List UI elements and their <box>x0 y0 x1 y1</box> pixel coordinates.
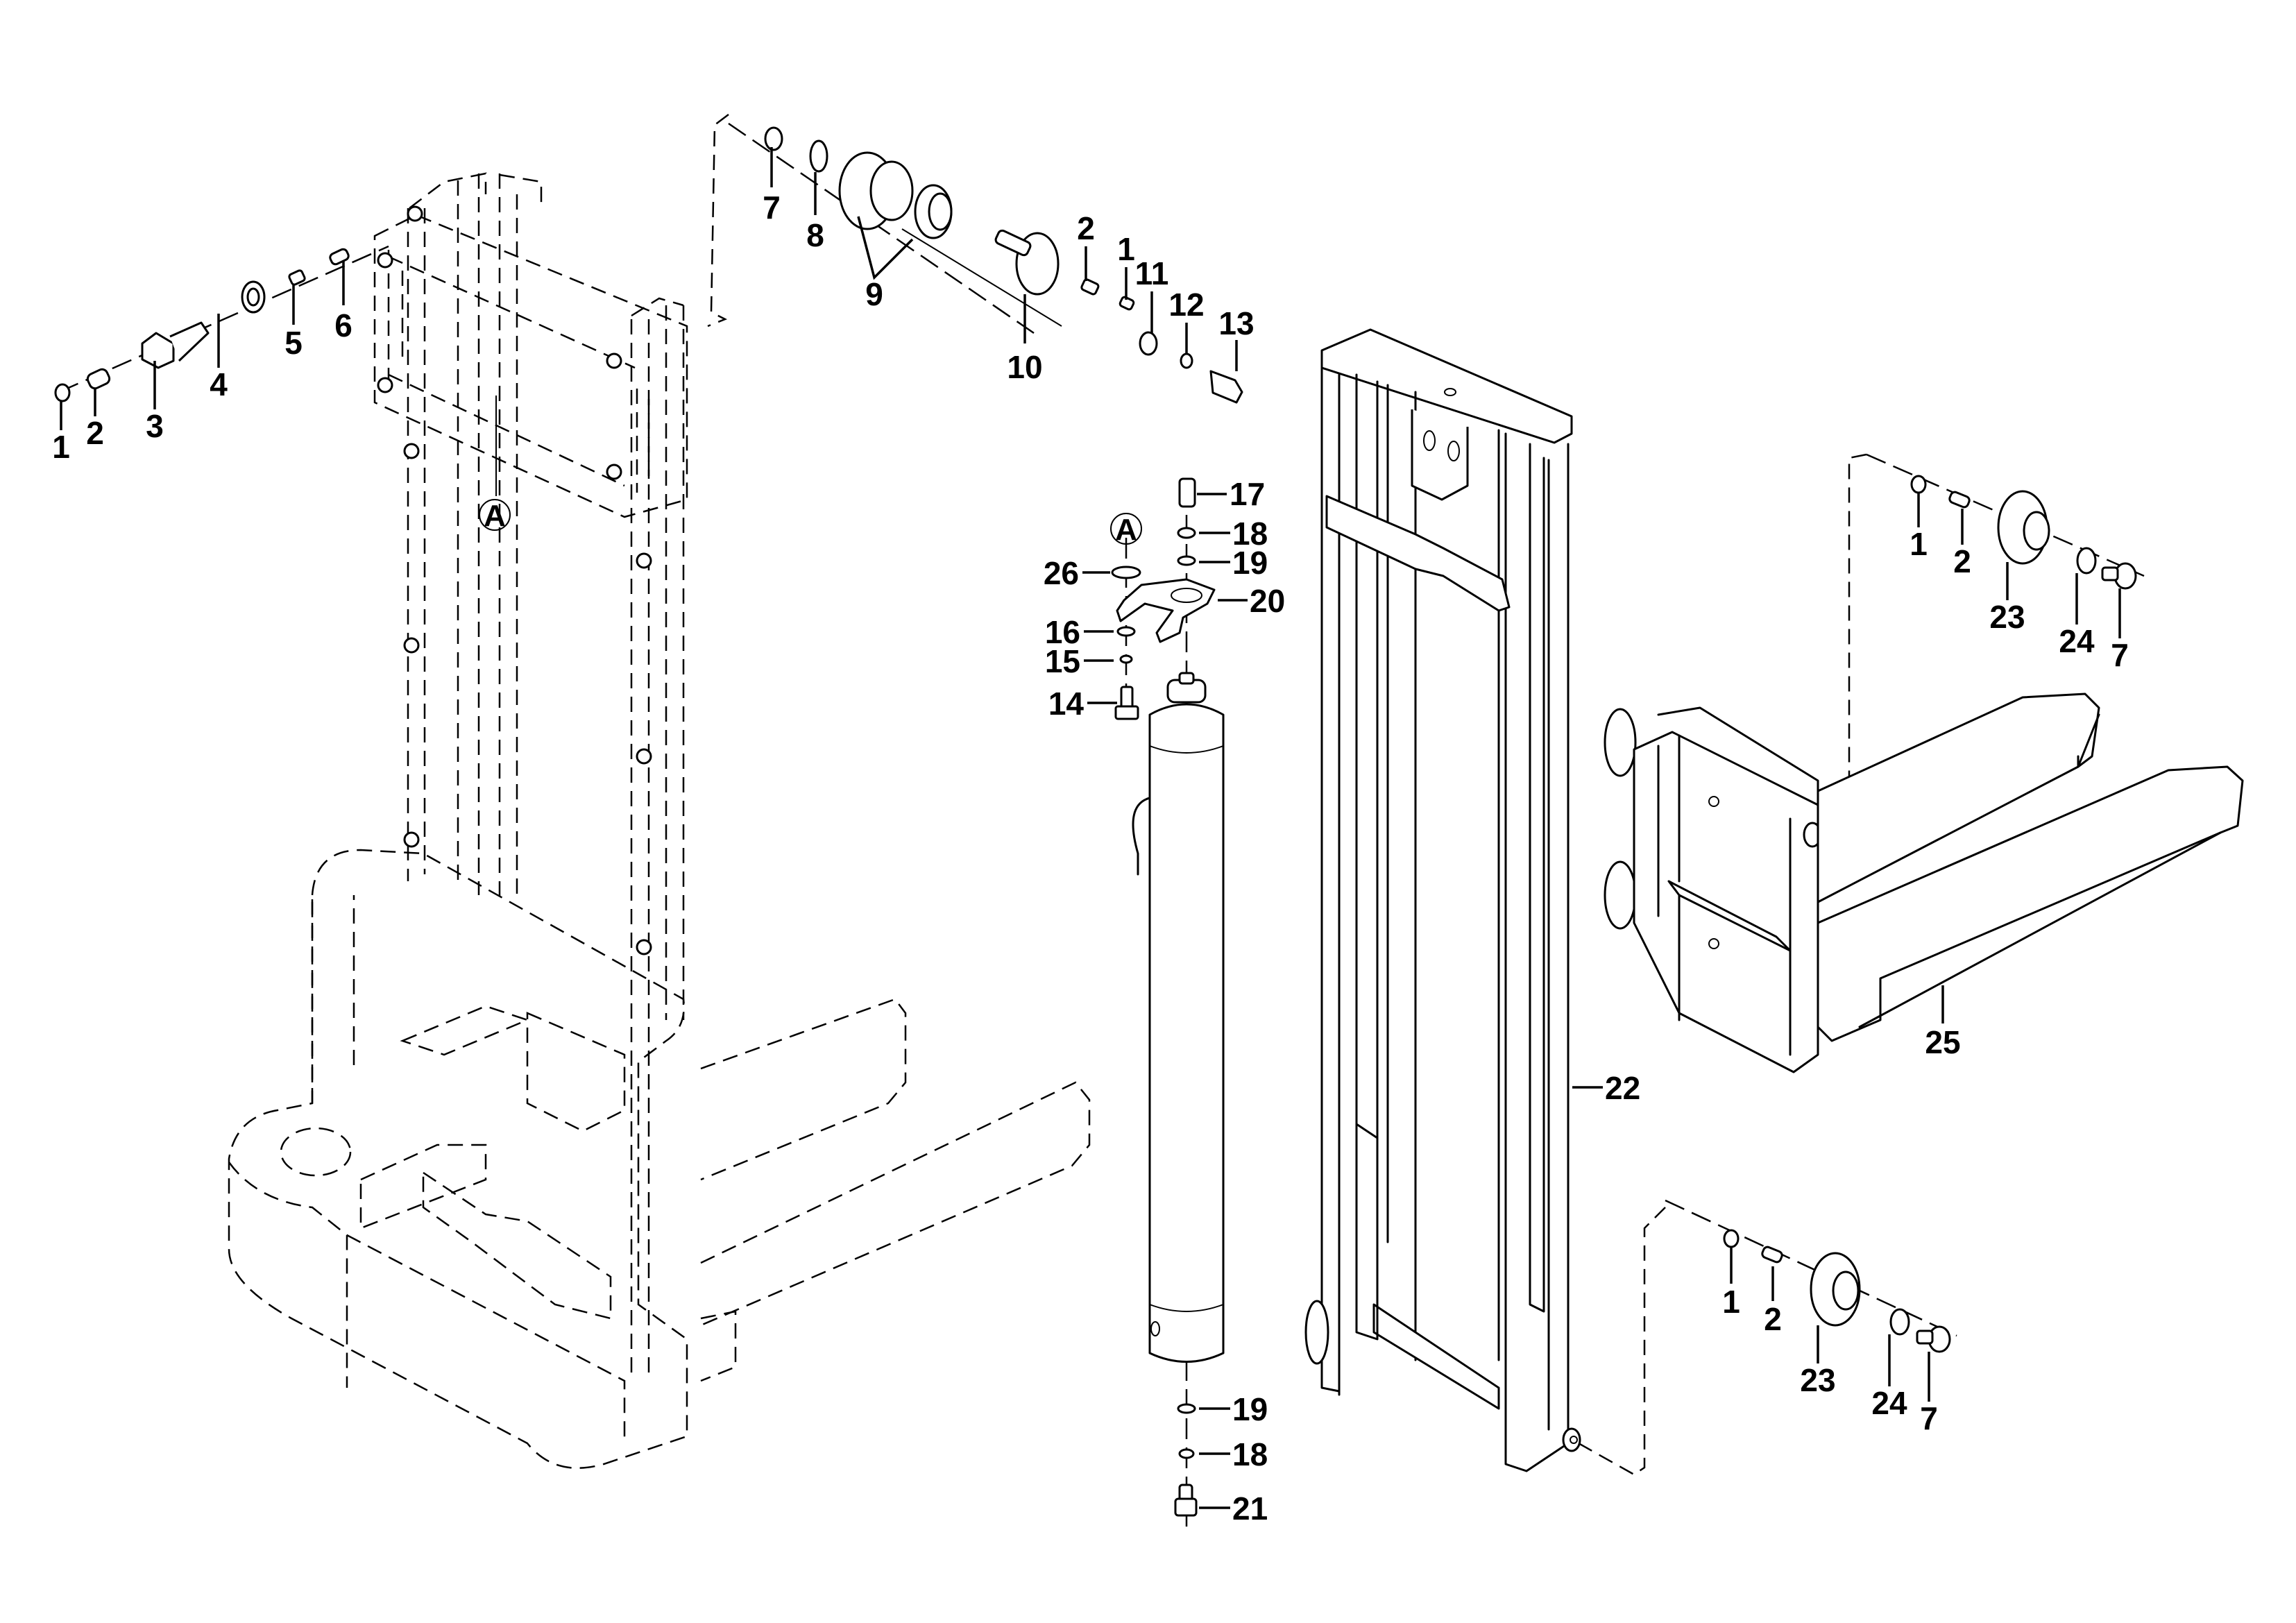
callout-19-lower: 19 <box>1232 1391 1268 1427</box>
callout-13: 13 <box>1218 305 1254 341</box>
callout-25: 25 <box>1925 1024 1960 1060</box>
callout-labels: 1 2 3 4 5 6 7 8 9 10 2 1 11 12 13 17 18 … <box>52 189 2129 1527</box>
callout-8: 8 <box>806 217 824 253</box>
callout-1-carriage: 1 <box>1910 526 1928 562</box>
callout-4: 4 <box>210 366 228 402</box>
leader-lines <box>60 147 2121 1509</box>
callout-26: 26 <box>1044 555 1079 591</box>
callout-7-carriage: 7 <box>2111 637 2129 673</box>
mast-bolt-icons <box>377 205 652 955</box>
carriage-upper-roller-parts <box>1831 453 2145 855</box>
callout-17: 17 <box>1230 476 1265 512</box>
callout-2: 2 <box>86 415 104 451</box>
callout-16: 16 <box>1045 614 1080 650</box>
callout-23-upper: 23 <box>1989 599 2025 635</box>
callout-2-upper: 2 <box>1077 210 1095 246</box>
callout-24-upper: 24 <box>2059 623 2095 659</box>
reference-marker-a: A <box>484 499 506 533</box>
callout-11: 11 <box>1135 255 1169 291</box>
lift-cylinder-assembly: A <box>1110 477 1225 1527</box>
callout-6: 6 <box>334 307 352 343</box>
callout-24-lower: 24 <box>1871 1385 1907 1421</box>
callout-18-upper: 18 <box>1232 516 1268 552</box>
truck-body-phantom: A <box>228 172 1091 1469</box>
callout-7: 7 <box>763 189 781 226</box>
callout-1-upper: 1 <box>1117 231 1135 267</box>
callout-19-upper: 19 <box>1232 545 1268 581</box>
callout-12: 12 <box>1168 287 1204 323</box>
callout-22: 22 <box>1605 1070 1640 1106</box>
callout-2-carriage: 2 <box>1953 543 1971 579</box>
callout-14: 14 <box>1048 686 1085 722</box>
callout-20: 20 <box>1250 583 1285 619</box>
upper-roller-parts <box>707 114 1243 404</box>
callout-5: 5 <box>284 325 303 361</box>
mast-lower-roller-parts <box>1665 1199 1957 1353</box>
callout-2-lower: 2 <box>1764 1301 1782 1337</box>
callout-1: 1 <box>52 429 70 465</box>
callout-1-lower: 1 <box>1722 1284 1740 1320</box>
reference-marker-a-copy: A <box>1115 513 1137 547</box>
callout-7-lower: 7 <box>1920 1400 1938 1436</box>
callout-3: 3 <box>146 408 164 444</box>
callout-18-lower: 18 <box>1232 1436 1268 1472</box>
callout-10: 10 <box>1007 349 1042 385</box>
callout-21: 21 <box>1232 1490 1268 1527</box>
callout-9: 9 <box>865 276 883 312</box>
fork-carriage <box>1604 692 2244 1073</box>
callout-23-lower: 23 <box>1800 1362 1835 1398</box>
callout-15: 15 <box>1045 643 1080 679</box>
inner-mast <box>1304 328 1666 1476</box>
